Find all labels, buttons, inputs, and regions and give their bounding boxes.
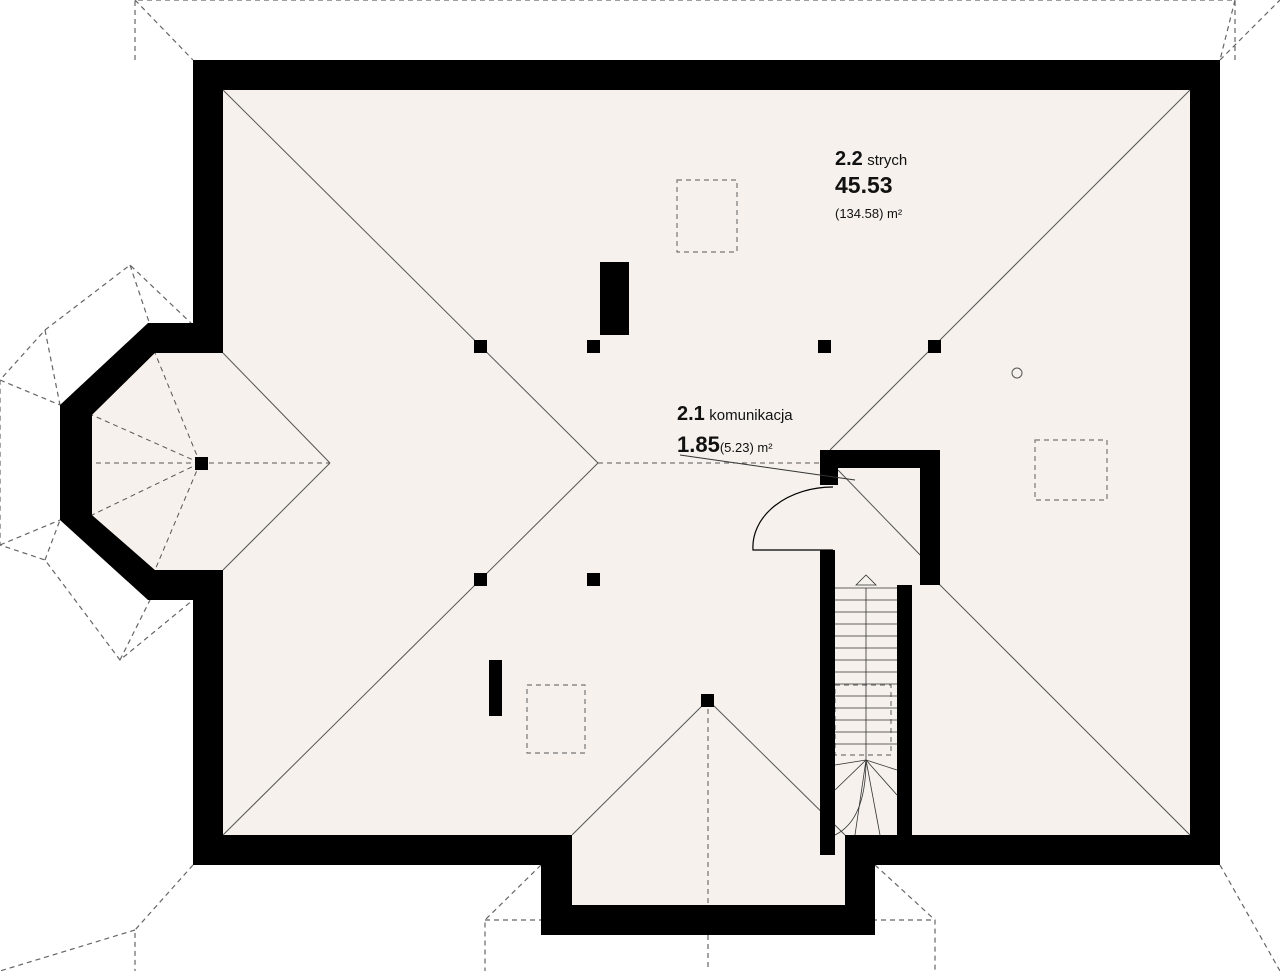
stair-walls <box>820 450 940 855</box>
exterior-walls <box>60 60 1220 935</box>
room-2-2-area-total: (134.58) m² <box>835 206 903 221</box>
room-2-1-area: 1.85(5.23) m² <box>677 432 773 457</box>
stairs <box>834 574 898 836</box>
room-2-1-label: 2.1 komunikacja <box>677 403 793 425</box>
vent-icon <box>1011 367 1023 379</box>
room-2-2-area: 45.53 <box>835 172 893 198</box>
attic-floor <box>92 90 1190 905</box>
label-leader <box>679 454 856 481</box>
roof-hip-lines <box>222 89 1191 836</box>
room-2-2-label: 2.2 strych <box>835 148 907 170</box>
ridge-lines <box>91 352 820 905</box>
posts <box>195 262 941 716</box>
door-swing[interactable] <box>752 486 834 551</box>
